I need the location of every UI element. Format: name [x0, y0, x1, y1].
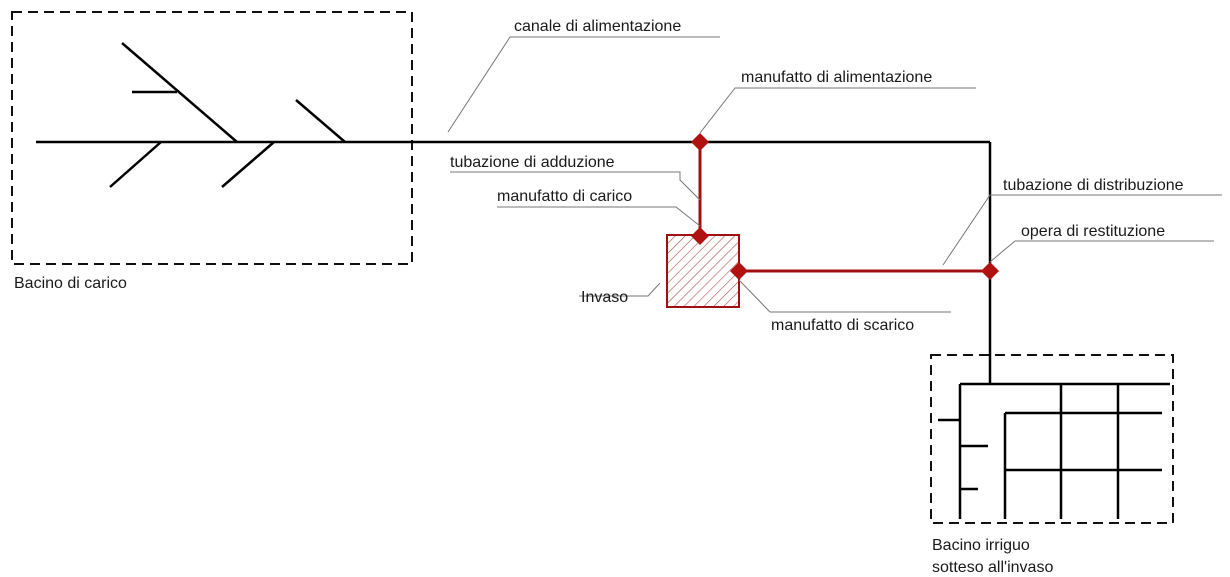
manufatto-carico-node: [691, 227, 709, 245]
irrigation-network-grid: [938, 382, 1170, 519]
label-opera-restituzione: opera di restituzione: [1021, 223, 1165, 240]
opera-restituzione-node: [981, 262, 999, 280]
manufatto-scarico-node: [730, 262, 748, 280]
leader-lines: [447, 36, 1222, 313]
label-tubazione-distribuzione: tubazione di distribuzione: [1003, 177, 1184, 194]
label-bacino-irriguo-line2: sotteso all'invaso: [932, 559, 1053, 576]
catchment-drainage-branches: [109, 42, 346, 188]
bacino-irriguo-boundary: [930, 354, 1174, 524]
label-manufatto-alimentazione: manufatto di alimentazione: [741, 69, 932, 86]
label-tubazione-adduzione: tubazione di adduzione: [450, 154, 615, 171]
invaso-reservoir: [666, 234, 740, 308]
label-bacino-irriguo-line1: Bacino irriguo: [932, 537, 1030, 554]
label-canale-alimentazione: canale di alimentazione: [514, 18, 681, 35]
manufatto-alimentazione-node: [691, 133, 709, 151]
label-manufatto-scarico: manufatto di scarico: [771, 317, 914, 334]
label-invaso: Invaso: [581, 289, 628, 306]
label-bacino-carico: Bacino di carico: [14, 275, 127, 292]
bacino-carico-boundary: [11, 11, 413, 265]
red-pipes: [698, 142, 990, 273]
structure-nodes: [691, 133, 999, 280]
label-manufatto-carico: manufatto di carico: [497, 188, 632, 205]
